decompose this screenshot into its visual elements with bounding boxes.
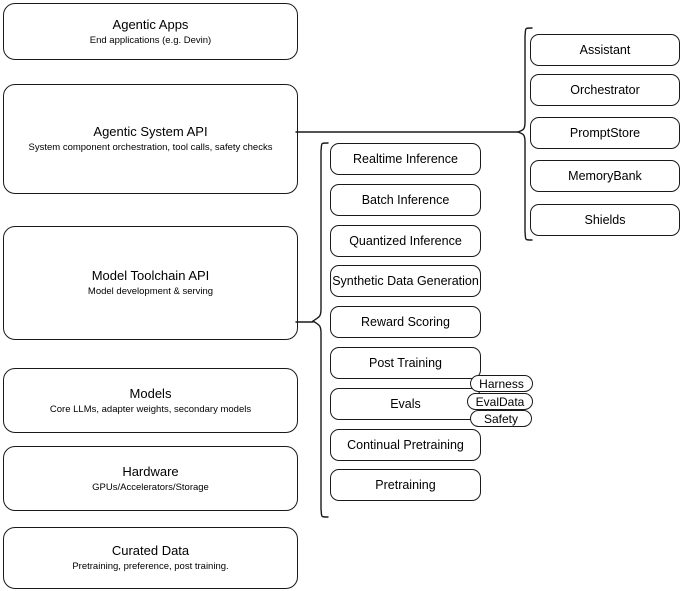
capability-label: Post Training [369,355,442,370]
capability-label: Realtime Inference [353,151,458,166]
capability-box-post-training[interactable]: Post Training [330,347,481,379]
evals-badge-evaldata[interactable]: EvalData [467,393,533,410]
layer-subtitle: GPUs/Accelerators/Storage [92,481,209,493]
evals-badge-safety[interactable]: Safety [470,410,532,427]
component-label: MemoryBank [568,168,642,183]
layer-box-models[interactable]: Models Core LLMs, adapter weights, secon… [3,368,298,433]
capability-box-evals[interactable]: Evals [330,388,481,420]
layer-title: Model Toolchain API [91,268,210,283]
capability-label: Synthetic Data Generation [332,273,479,288]
layer-subtitle: End applications (e.g. Devin) [89,34,212,46]
evals-badge-harness[interactable]: Harness [470,375,533,392]
component-box-orchestrator[interactable]: Orchestrator [530,74,680,106]
capability-label: Reward Scoring [361,314,450,329]
component-label: PromptStore [569,125,641,140]
layer-box-curated-data[interactable]: Curated Data Pretraining, preference, po… [3,527,298,589]
capability-box-reward-scoring[interactable]: Reward Scoring [330,306,481,338]
connector-model-toolchain-api [295,321,314,323]
layer-title: Models [129,385,172,401]
component-box-assistant[interactable]: Assistant [530,34,680,66]
capability-label: Pretraining [375,477,436,492]
connector-agentic-system-api [295,131,519,133]
capability-label: Quantized Inference [349,233,462,248]
brace-path [312,142,329,518]
component-label: Shields [584,212,626,227]
layer-subtitle: Core LLMs, adapter weights, secondary mo… [49,403,252,415]
layer-box-agentic-system-api[interactable]: Agentic System API System component orch… [3,84,298,194]
component-box-promptstore[interactable]: PromptStore [530,117,680,149]
layer-subtitle: Model development & serving [87,286,214,297]
capability-label: Continual Pretraining [347,437,464,452]
component-box-memorybank[interactable]: MemoryBank [530,160,680,192]
layer-title: Curated Data [111,543,190,558]
capability-label: Batch Inference [361,192,450,207]
brace-toolchain-capabilities [312,142,329,518]
capability-box-realtime-inference[interactable]: Realtime Inference [330,143,481,175]
capability-box-pretraining[interactable]: Pretraining [330,469,481,501]
capability-box-continual-pretraining[interactable]: Continual Pretraining [330,429,481,461]
evals-badge-label: Harness [479,376,524,391]
evals-badge-label: Safety [483,411,519,426]
layer-title: Agentic System API [93,124,208,139]
layer-subtitle: Pretraining, preference, post training. [72,561,229,572]
component-label: Assistant [579,42,631,57]
layer-box-model-toolchain-api[interactable]: Model Toolchain API Model development & … [3,226,298,340]
component-label: Orchestrator [570,82,640,97]
capability-label: Evals [390,396,421,411]
capability-box-synthetic-data-generation[interactable]: Synthetic Data Generation [330,265,481,297]
layer-box-agentic-apps[interactable]: Agentic Apps End applications (e.g. Devi… [3,3,298,60]
capability-box-batch-inference[interactable]: Batch Inference [330,184,481,216]
component-box-shields[interactable]: Shields [530,204,680,236]
layer-subtitle: System component orchestration, tool cal… [28,142,273,153]
evals-badge-label: EvalData [475,394,525,409]
capability-box-quantized-inference[interactable]: Quantized Inference [330,225,481,257]
layer-title: Hardware [122,463,179,479]
layer-box-hardware[interactable]: Hardware GPUs/Accelerators/Storage [3,446,298,511]
layer-title: Agentic Apps [112,16,189,32]
